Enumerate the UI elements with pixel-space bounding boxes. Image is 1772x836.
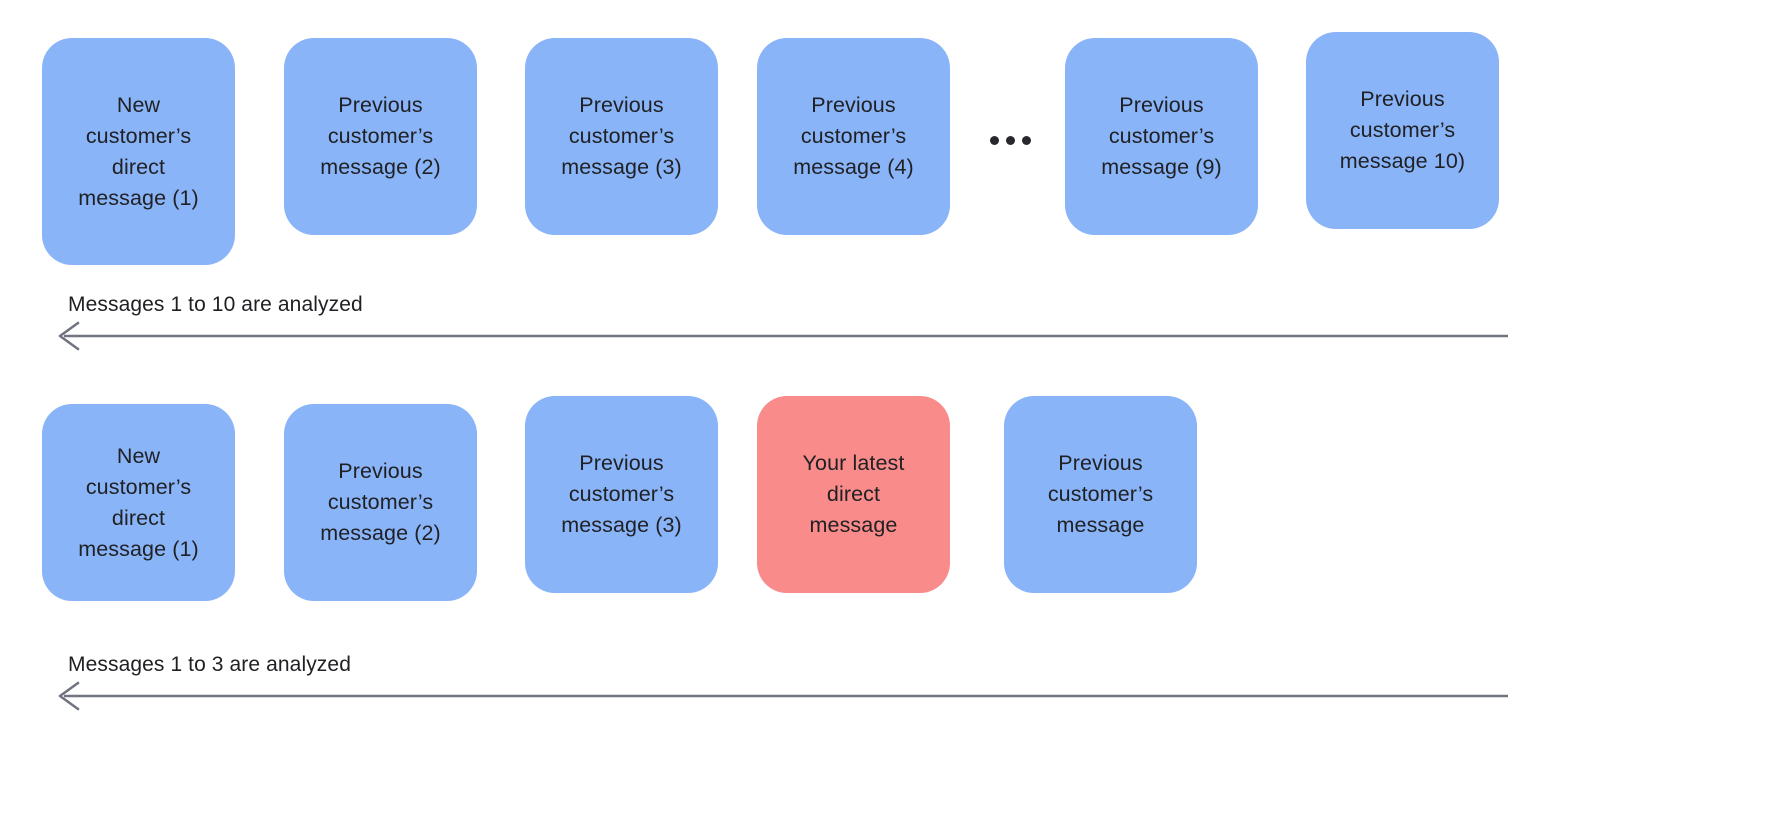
message-card-previous-2[interactable]: Previous customer’s message (2)	[284, 38, 477, 235]
message-card-previous-3-row2[interactable]: Previous customer’s message (3)	[525, 396, 718, 593]
message-card-previous-9[interactable]: Previous customer’s message (9)	[1065, 38, 1258, 235]
message-card-new-customer-1[interactable]: New customer’s direct message (1)	[42, 38, 235, 265]
arrow-label-messages-1-to-3: Messages 1 to 3 are analyzed	[68, 653, 351, 676]
message-card-your-latest-direct[interactable]: Your latest direct message	[757, 396, 950, 593]
message-card-previous-row2[interactable]: Previous customer’s message	[1004, 396, 1197, 593]
ellipsis-icon	[990, 136, 1031, 145]
message-card-new-customer-1-row2[interactable]: New customer’s direct message (1)	[42, 404, 235, 601]
message-card-previous-2-row2[interactable]: Previous customer’s message (2)	[284, 404, 477, 601]
arrow-label-messages-1-to-10: Messages 1 to 10 are analyzed	[68, 293, 363, 316]
message-card-previous-4[interactable]: Previous customer’s message (4)	[757, 38, 950, 235]
analysis-arrow-row-2	[58, 681, 1508, 711]
message-card-previous-3[interactable]: Previous customer’s message (3)	[525, 38, 718, 235]
message-card-previous-10[interactable]: Previous customer’s message 10)	[1306, 32, 1499, 229]
analysis-arrow-row-1	[58, 321, 1508, 351]
